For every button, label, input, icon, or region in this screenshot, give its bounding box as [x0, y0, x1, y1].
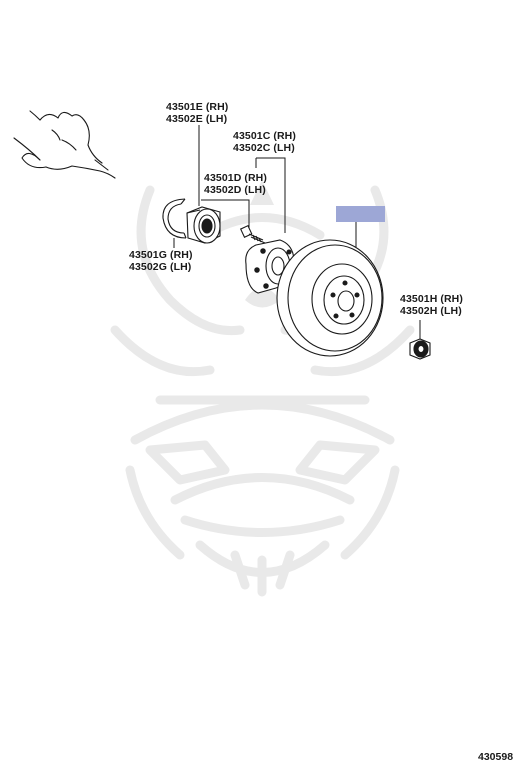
bearing-part-label: 43501E (RH) 43502E (LH)	[166, 101, 228, 125]
hub-bearing	[186, 206, 221, 244]
bolt-lh: 43502D (LH)	[204, 184, 266, 196]
hub-bolt	[239, 224, 266, 244]
diagram-code: 430598	[478, 751, 514, 763]
hub-lh: 43502C (LH)	[233, 142, 295, 154]
hub-rh: 43501C (RH)	[233, 130, 296, 142]
leader-lines	[173, 125, 421, 340]
brake-disc-rotor	[276, 239, 384, 357]
snap-ring-part-label: 43501G (RH) 43502G (LH)	[129, 249, 193, 273]
snap-ring	[162, 198, 187, 239]
snap-ring-lh: 43502G (LH)	[129, 261, 192, 273]
watermark-logo-icon	[110, 185, 415, 597]
nut-rh: 43501H (RH)	[400, 293, 463, 305]
highlight-box	[336, 206, 385, 222]
bearing-lh: 43502E (LH)	[166, 113, 228, 125]
nut-lh: 43502H (LH)	[400, 305, 462, 317]
snap-ring-rh: 43501G (RH)	[129, 249, 193, 261]
watermark-fill	[245, 180, 280, 308]
bearing-rh: 43501E (RH)	[166, 101, 229, 113]
nut-part-label: 43501H (RH) 43502H (LH)	[400, 293, 463, 317]
lug-nut	[409, 338, 431, 360]
bolt-part-label: 43501D (RH) 43502D (LH)	[204, 172, 267, 196]
hub-part-label: 43501C (RH) 43502C (LH)	[233, 130, 296, 154]
pointing-hand-icon	[13, 110, 116, 179]
bolt-rh: 43501D (RH)	[204, 172, 267, 184]
